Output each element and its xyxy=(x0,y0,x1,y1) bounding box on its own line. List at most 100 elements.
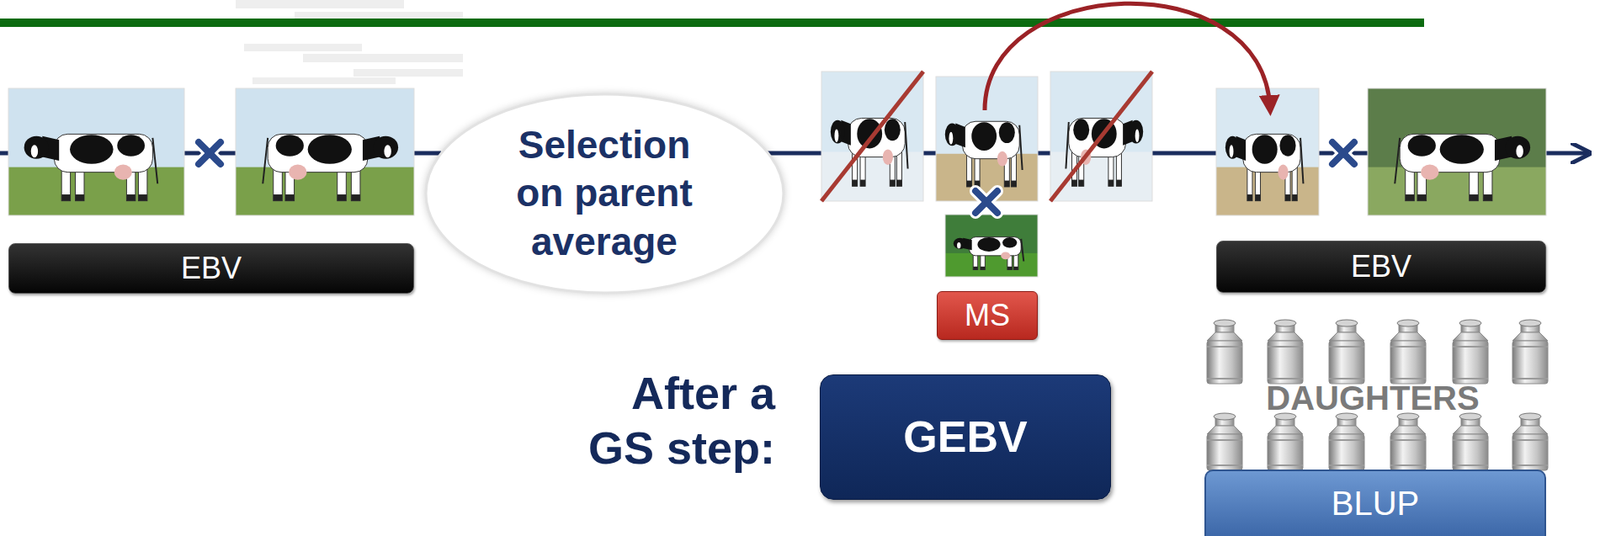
illustration-part xyxy=(1068,117,1127,157)
illustration-part xyxy=(8,167,185,216)
illustration-part xyxy=(1267,332,1303,341)
milk-can xyxy=(1267,319,1303,384)
illustration-part xyxy=(235,0,404,9)
illustration-part xyxy=(244,43,362,52)
illustration-part xyxy=(1399,133,1500,172)
illustration-part xyxy=(1254,194,1260,202)
illustration-part xyxy=(956,242,961,249)
illustration-part xyxy=(138,194,147,202)
illustration-part xyxy=(852,180,858,187)
illustration-part xyxy=(1417,194,1427,202)
illustration-part xyxy=(1267,425,1303,435)
photo-frame xyxy=(821,71,924,202)
illustration-part xyxy=(999,122,1016,144)
illustration-part xyxy=(1332,142,1355,165)
illustration-part xyxy=(1007,266,1013,271)
strike-line xyxy=(821,71,924,202)
milk-can xyxy=(1206,319,1243,384)
illustration-part xyxy=(1328,464,1365,467)
illustration-part xyxy=(152,138,158,184)
illustration-part xyxy=(1367,167,1547,216)
illustration-part xyxy=(1267,434,1303,471)
illustration-part xyxy=(1274,319,1297,327)
illustration-part xyxy=(1390,439,1426,442)
cross-mark xyxy=(1332,142,1355,165)
milk-can xyxy=(1512,413,1548,471)
illustration-part xyxy=(1452,345,1489,348)
illustration-part xyxy=(1279,134,1296,156)
illustration-part xyxy=(896,180,902,187)
illustration-part xyxy=(1390,434,1426,471)
illustration-part xyxy=(1267,340,1303,384)
illustration-part xyxy=(904,122,908,169)
illustration-part xyxy=(1519,413,1542,420)
illustration-part xyxy=(69,134,113,164)
illustration-part xyxy=(1073,118,1090,141)
illustration-part xyxy=(1328,425,1365,435)
illustration-part xyxy=(945,123,960,147)
illustration-part xyxy=(1504,136,1531,160)
illustration-part xyxy=(1515,144,1523,158)
illustration-part xyxy=(1291,194,1298,202)
ebv-box: EBV xyxy=(8,243,415,294)
cow-photo xyxy=(235,88,415,216)
illustration-part xyxy=(198,142,221,165)
illustration-part xyxy=(126,194,135,202)
illustration-part xyxy=(1420,164,1439,181)
illustration-part xyxy=(972,266,979,271)
illustration-part xyxy=(116,134,145,156)
node-text: BLUP xyxy=(1331,484,1420,523)
milk-can xyxy=(1328,319,1365,384)
illustration-part xyxy=(971,122,997,151)
illustration-part xyxy=(1512,464,1548,467)
selection-ellipse: Selection on parent average xyxy=(417,85,793,302)
milk-can xyxy=(1267,413,1303,471)
cross-mark xyxy=(975,191,998,213)
illustration-part xyxy=(1367,88,1547,216)
illustration-part xyxy=(1452,332,1489,341)
illustration-part xyxy=(975,191,998,213)
illustration-part xyxy=(980,266,986,271)
illustration-part xyxy=(337,194,347,202)
illustration-part xyxy=(262,133,399,201)
faint-smudges xyxy=(235,0,463,85)
illustration-part xyxy=(1332,142,1355,165)
illustration-part xyxy=(1390,464,1426,467)
illustration-part xyxy=(1225,133,1304,201)
illustration-part xyxy=(1000,251,1010,260)
illustration-part xyxy=(889,180,895,187)
illustration-part xyxy=(1072,180,1078,187)
milk-can xyxy=(1512,319,1548,384)
milk-can xyxy=(1390,413,1426,471)
illustration-part xyxy=(198,142,221,165)
gebv-box: GEBV xyxy=(819,374,1111,500)
illustration-part xyxy=(1020,239,1024,262)
illustration-part xyxy=(1285,194,1291,202)
illustration-part xyxy=(1335,319,1358,327)
illustration-part xyxy=(1225,136,1240,160)
illustration-part xyxy=(1390,345,1426,348)
milk-can xyxy=(1328,413,1365,471)
cow-photo xyxy=(1050,71,1153,202)
illustration-part xyxy=(1390,332,1426,341)
illustration-part xyxy=(114,164,133,181)
illustration-part xyxy=(1328,434,1365,471)
photo-frame xyxy=(8,88,185,216)
illustration-part xyxy=(953,238,967,250)
illustration-part xyxy=(1328,439,1365,442)
selection-arrow xyxy=(984,3,1271,111)
illustration-part xyxy=(1206,434,1243,471)
illustration-part xyxy=(1390,340,1426,384)
illustration-part xyxy=(1206,332,1243,341)
illustration-part xyxy=(975,191,998,213)
illustration-part xyxy=(821,71,924,202)
illustration-part xyxy=(1452,464,1489,467)
illustration-part xyxy=(235,167,415,216)
illustration-part xyxy=(1247,194,1253,202)
illustration-part xyxy=(1452,425,1489,435)
illustration-part xyxy=(1050,71,1153,202)
photo-frame xyxy=(945,214,1038,277)
illustration-part xyxy=(1469,194,1479,202)
illustration-part xyxy=(24,133,159,201)
